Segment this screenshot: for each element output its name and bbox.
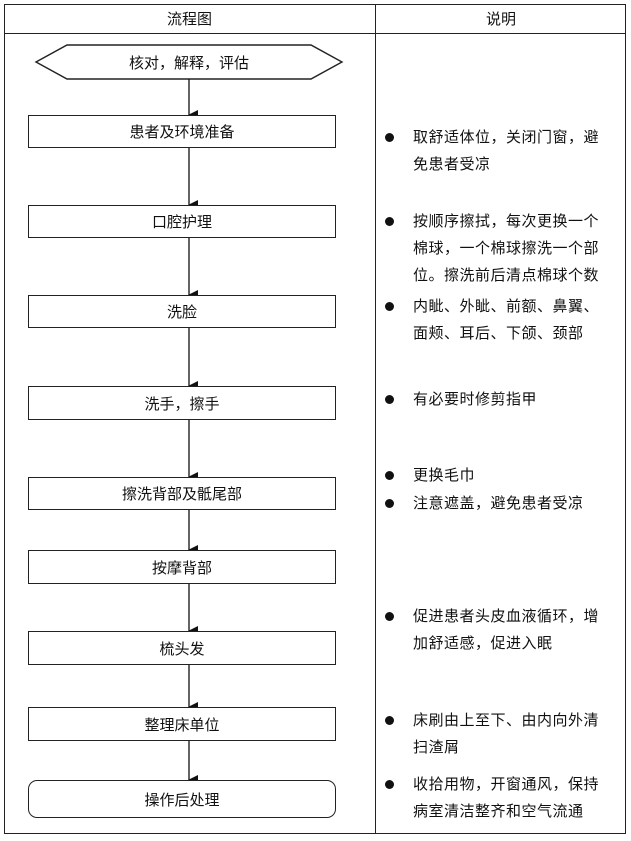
step-back-massage: 按摩背部	[28, 550, 336, 584]
step-post-procedure: 操作后处理	[28, 780, 336, 818]
header-divider	[4, 33, 626, 34]
step-wash-hands: 洗手，擦手	[28, 386, 336, 420]
notes-column-header: 说明	[485, 10, 516, 28]
note-text: 按顺序擦拭，每次更换一个棉球，一个棉球擦洗一个部位。擦洗前后清点棉球个数	[413, 212, 600, 284]
bullet-icon	[385, 471, 394, 480]
bullet-icon	[385, 395, 394, 404]
bullet-icon	[385, 716, 394, 725]
note-text: 内眦、外眦、前额、鼻翼、面颊、耳后、下颌、颈部	[413, 297, 600, 342]
step-verify-explain-assess: 核对，解释，评估	[128, 53, 249, 72]
note-text: 床刷由上至下、由内向外清扫渣屑	[413, 711, 600, 756]
step-comb-hair: 梳头发	[28, 631, 336, 665]
bullet-icon	[385, 302, 394, 311]
note-text: 促进患者头皮血液循环，增加舒适感，促进入眠	[413, 607, 600, 652]
bullet-icon	[385, 780, 394, 789]
column-divider	[375, 4, 376, 834]
bullet-icon	[385, 133, 394, 142]
note-text: 更换毛巾	[413, 466, 476, 484]
step-wash-back-sacrum: 擦洗背部及骶尾部	[28, 477, 336, 510]
step-oral-care: 口腔护理	[28, 205, 336, 238]
note-text: 收拾用物，开窗通风，保持病室清洁整齐和空气流通	[413, 775, 600, 820]
start-hexagon	[34, 44, 344, 80]
step-wash-face: 洗脸	[28, 295, 336, 328]
table-frame	[4, 4, 626, 834]
step-tidy-bed: 整理床单位	[28, 707, 336, 741]
note-text: 有必要时修剪指甲	[413, 390, 538, 408]
bullet-icon	[385, 499, 394, 508]
bullet-icon	[385, 217, 394, 226]
flowchart-column-header: 流程图	[166, 10, 212, 28]
note-text: 取舒适体位，关闭门窗，避免患者受凉	[413, 128, 600, 173]
bullet-icon	[385, 612, 394, 621]
note-text: 注意遮盖，避免患者受凉	[413, 494, 584, 512]
step-patient-environment-prep: 患者及环境准备	[28, 115, 336, 148]
